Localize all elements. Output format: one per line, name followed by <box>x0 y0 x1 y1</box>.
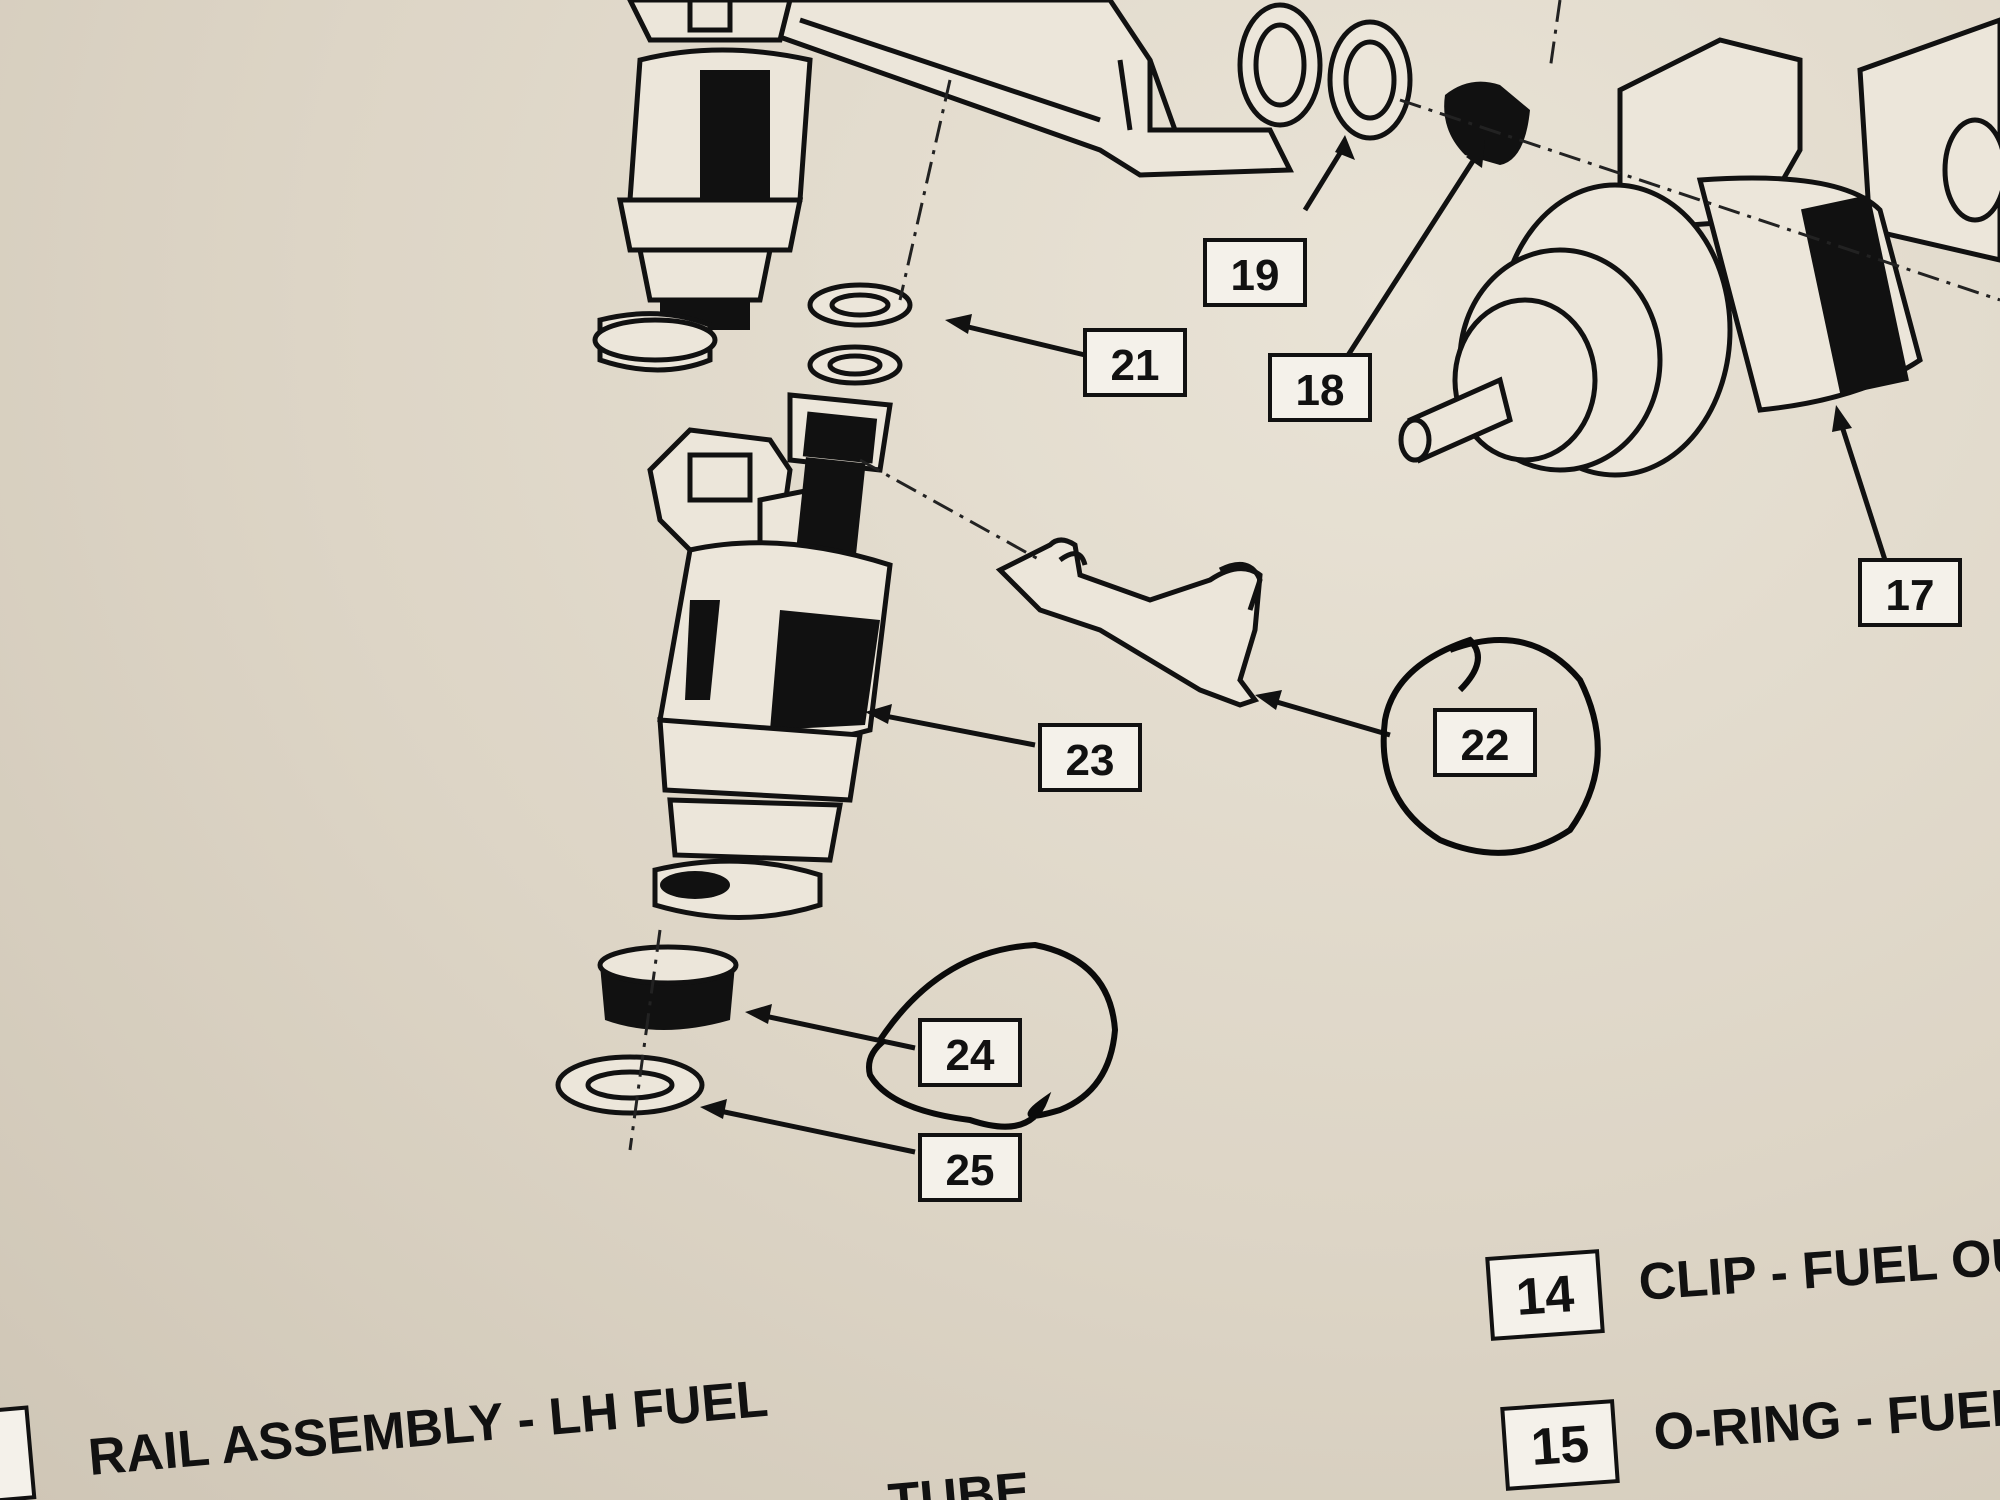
legend-rail-text: RAIL ASSEMBLY - LH FUEL <box>86 1370 770 1487</box>
callout-25-label: 25 <box>946 1146 995 1195</box>
callout-22: 22 <box>1433 708 1537 777</box>
main-injector <box>647 282 913 920</box>
hand-drawn-markings <box>866 636 1601 1130</box>
leader-lines <box>700 135 1888 1155</box>
callout-19: 19 <box>1203 238 1307 307</box>
legend: 14 CLIP - FUEL OU 15 O-RING - FUEL RAIL … <box>0 1227 2000 1500</box>
circle-around-24 <box>866 941 1119 1130</box>
lower-seals <box>555 944 739 1116</box>
callout-21-label: 21 <box>1111 341 1160 390</box>
callout-18-label: 18 <box>1296 366 1345 415</box>
callout-17-label: 17 <box>1886 571 1935 620</box>
callout-17: 17 <box>1858 558 1962 627</box>
callout-18: 18 <box>1268 353 1372 422</box>
legend-15-number: 15 <box>1529 1415 1591 1477</box>
circle-around-22 <box>1380 636 1601 856</box>
legend-15-text: O-RING - FUEL <box>1652 1378 2000 1462</box>
pressure-regulator <box>1398 17 2000 478</box>
callout-24: 24 <box>918 1018 1022 1087</box>
legend-14-number: 14 <box>1514 1265 1576 1327</box>
callout-22-label: 22 <box>1461 721 1510 770</box>
legend-cutoff-text: TUBE <box>886 1462 1032 1500</box>
callout-24-label: 24 <box>946 1031 995 1080</box>
injector-clip <box>995 537 1263 708</box>
callout-25: 25 <box>918 1133 1022 1202</box>
callout-23: 23 <box>1038 723 1142 792</box>
callout-19-label: 19 <box>1231 251 1280 300</box>
callout-21: 21 <box>1083 328 1187 397</box>
callout-23-label: 23 <box>1066 736 1115 785</box>
fuel-rail <box>757 0 1294 178</box>
upper-injector <box>592 0 813 373</box>
legend-14-text: CLIP - FUEL OU <box>1637 1227 2000 1312</box>
regulator-seals <box>1237 2 1530 165</box>
